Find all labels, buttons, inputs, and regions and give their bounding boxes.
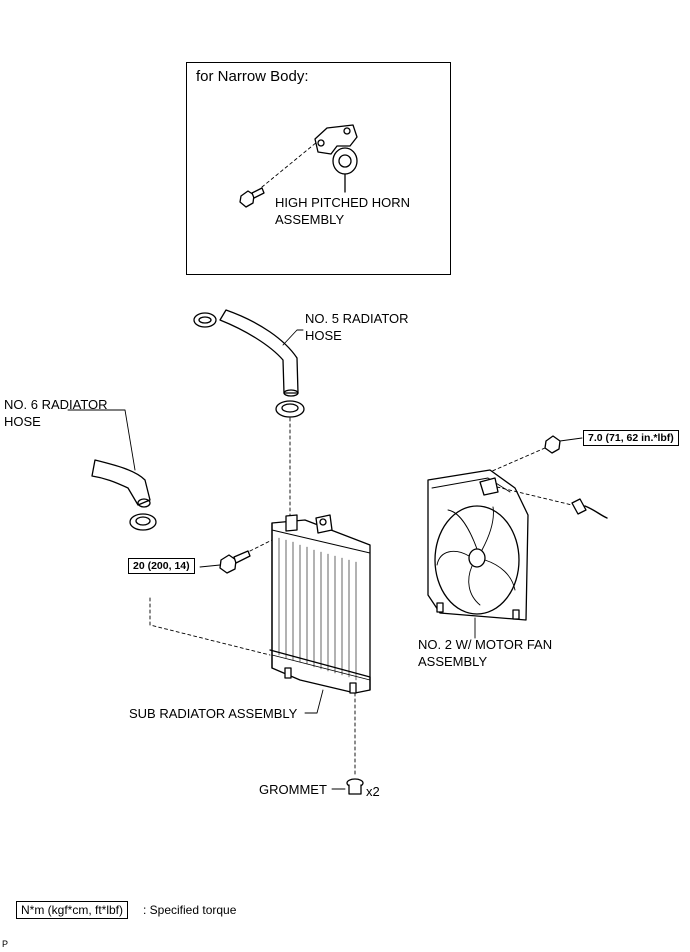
fan-bolt-leader <box>489 447 546 473</box>
fan-bolt-torque: 7.0 (71, 62 in.*lbf) <box>583 430 679 446</box>
radiator-torque-leader <box>199 564 221 568</box>
sub-radiator-callout <box>304 689 324 714</box>
sub-radiator-assembly <box>269 514 371 694</box>
horn-bracket <box>314 124 358 155</box>
inset-title: for Narrow Body: <box>196 68 309 85</box>
no6-hose-callout <box>67 409 136 471</box>
radiator-bolt <box>219 550 251 574</box>
hose-clamp-upper-radiator <box>275 400 305 418</box>
fan-connector <box>571 498 608 519</box>
legend-description: : Specified torque <box>143 903 237 917</box>
motor-fan-assembly <box>427 469 529 621</box>
no5-hose-callout <box>282 329 304 346</box>
no6-hose-label: NO. 6 RADIATOR HOSE <box>4 397 108 429</box>
no5-radiator-hose <box>219 309 299 397</box>
fan-connector-leader <box>496 486 573 506</box>
horn-bolt-leader <box>261 141 318 188</box>
hose-clamp-top <box>193 312 217 328</box>
page-code: P <box>2 939 9 949</box>
sub-radiator-label: SUB RADIATOR ASSEMBLY <box>129 706 298 721</box>
no5-hose-label: NO. 5 RADIATOR HOSE <box>305 311 409 343</box>
horn-bolt <box>239 187 265 208</box>
radiator-bolt-torque: 20 (200, 14) <box>128 558 195 574</box>
narrow-body-inset <box>186 62 451 275</box>
no6-radiator-hose <box>91 459 151 508</box>
horn-label: HIGH PITCHED HORN ASSEMBLY <box>275 195 411 227</box>
fan-bolt <box>544 435 583 454</box>
lower-hose-leader <box>149 597 271 656</box>
legend-torque-unit: N*m (kgf*cm, ft*lbf) <box>16 901 129 919</box>
grommet <box>346 778 364 795</box>
grommet-qty: x2 <box>366 784 380 799</box>
hose-clamp-lower <box>129 513 157 531</box>
fan-assembly-label: NO. 2 W/ MOTOR FAN ASSEMBLY <box>418 637 553 669</box>
high-pitched-horn <box>332 147 358 193</box>
grommet-label: GROMMET <box>259 782 327 797</box>
